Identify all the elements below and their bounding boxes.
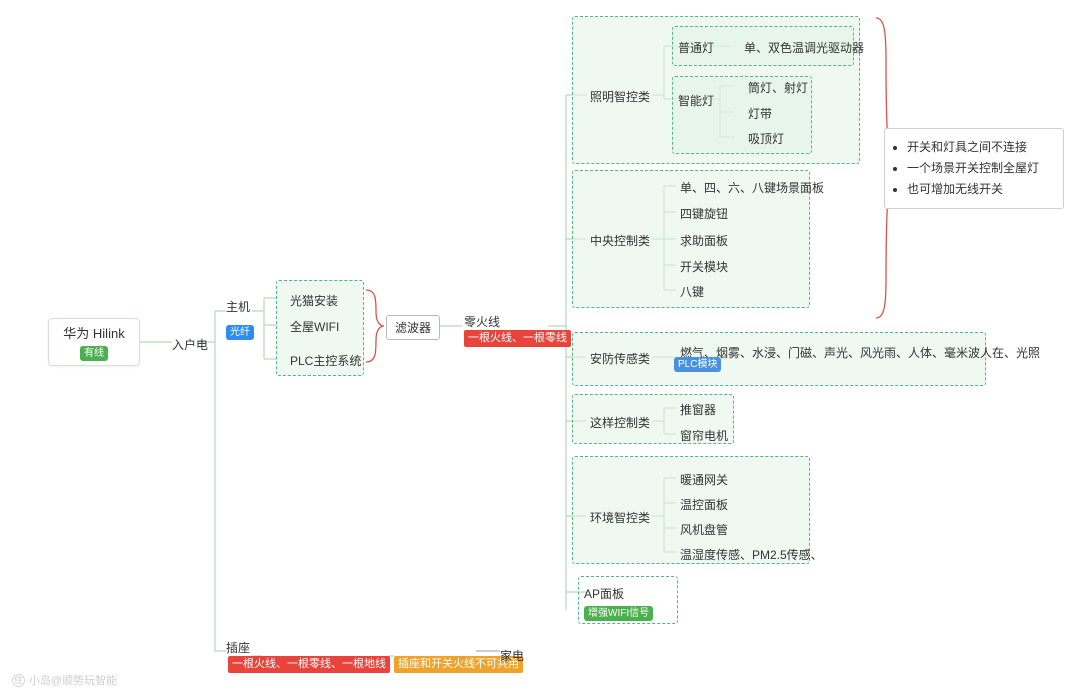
leaf-environment-3[interactable]: 温湿度传感、PM2.5传感、 xyxy=(680,548,823,562)
leaf-central-2[interactable]: 求助面板 xyxy=(680,234,729,248)
leaf-security-sensors[interactable]: 燃气、烟雾、水浸、门磁、声光、风光雨、人体、毫米波人在、光照 xyxy=(680,346,1041,360)
node-host[interactable]: 主机 xyxy=(226,300,251,314)
group-motor-control xyxy=(572,394,734,444)
category-security-label[interactable]: 安防传感类 xyxy=(590,352,651,366)
category-environment-label[interactable]: 环境智控类 xyxy=(590,511,651,525)
leaf-central-3[interactable]: 开关模块 xyxy=(680,260,729,274)
group-host-items xyxy=(276,280,364,376)
leaf-smart-lamp-0[interactable]: 筒灯、射灯 xyxy=(748,81,809,95)
node-host-tag: 光纤 xyxy=(226,325,254,340)
node-host-item-0[interactable]: 光猫安装 xyxy=(290,294,339,308)
group-environment-control xyxy=(572,456,810,564)
leaf-security-plc-tag: PLC模块 xyxy=(674,357,722,372)
node-socket-bar2: 插座和开关火线不可共用 xyxy=(394,656,523,673)
group-lighting-normal xyxy=(672,26,854,66)
node-host-item-1[interactable]: 全屋WIFI xyxy=(290,320,340,334)
node-filter[interactable]: 滤波器 xyxy=(386,315,441,340)
node-host-item-2[interactable]: PLC主控系统 xyxy=(290,354,362,368)
category-lighting-label[interactable]: 照明智控类 xyxy=(590,90,651,104)
leaf-central-4[interactable]: 八键 xyxy=(680,285,705,299)
root-node[interactable]: 华为 Hilink 有线 xyxy=(48,318,140,366)
node-socket-bar: 一根火线、一根零线、一根地线 xyxy=(228,656,390,673)
node-entry-power[interactable]: 入户电 xyxy=(172,338,209,352)
node-socket[interactable]: 插座 xyxy=(226,641,251,655)
note-item-2: 也可增加无线开关 xyxy=(907,179,1055,200)
note-item-0: 开关和灯具之间不连接 xyxy=(907,137,1055,158)
root-tag: 有线 xyxy=(80,346,108,361)
subgroup-smart-lamp-label[interactable]: 智能灯 xyxy=(678,94,715,108)
node-live-neutral[interactable]: 零火线 xyxy=(464,315,501,329)
leaf-central-0[interactable]: 单、四、六、八键场景面板 xyxy=(680,181,825,195)
note-box: 开关和灯具之间不连接 一个场景开关控制全屋灯 也可增加无线开关 xyxy=(884,128,1064,209)
category-motor-label[interactable]: 这样控制类 xyxy=(590,416,651,430)
leaf-smart-lamp-2[interactable]: 吸顶灯 xyxy=(748,132,785,146)
watermark: 住 小岛@顺势玩智能 xyxy=(12,672,117,688)
leaf-motor-1[interactable]: 窗帘电机 xyxy=(680,429,729,443)
leaf-environment-1[interactable]: 温控面板 xyxy=(680,498,729,512)
watermark-badge: 住 xyxy=(12,673,25,687)
category-ap-tag: 增强WIFI信号 xyxy=(584,606,654,621)
leaf-normal-lamp-driver[interactable]: 单、双色温调光驱动器 xyxy=(744,41,865,55)
node-live-neutral-bar: 一根火线、一根零线 xyxy=(464,330,571,347)
subgroup-normal-lamp-label[interactable]: 普通灯 xyxy=(678,41,715,55)
category-central-label[interactable]: 中央控制类 xyxy=(590,234,651,248)
group-lighting-smart xyxy=(672,76,812,154)
category-ap-label[interactable]: AP面板 xyxy=(584,587,625,601)
node-appliance[interactable]: 家电 xyxy=(500,649,525,663)
leaf-smart-lamp-1[interactable]: 灯带 xyxy=(748,107,773,121)
leaf-central-1[interactable]: 四键旋钮 xyxy=(680,207,729,221)
group-ap-panel xyxy=(578,576,678,624)
leaf-motor-0[interactable]: 推窗器 xyxy=(680,403,717,417)
root-title: 华为 Hilink xyxy=(63,326,125,341)
note-item-1: 一个场景开关控制全屋灯 xyxy=(907,158,1055,179)
leaf-environment-0[interactable]: 暖通网关 xyxy=(680,473,729,487)
group-security-sensing xyxy=(572,332,986,386)
group-central-control xyxy=(572,170,810,308)
leaf-environment-2[interactable]: 风机盘管 xyxy=(680,523,729,537)
watermark-text: 小岛@顺势玩智能 xyxy=(29,675,118,687)
